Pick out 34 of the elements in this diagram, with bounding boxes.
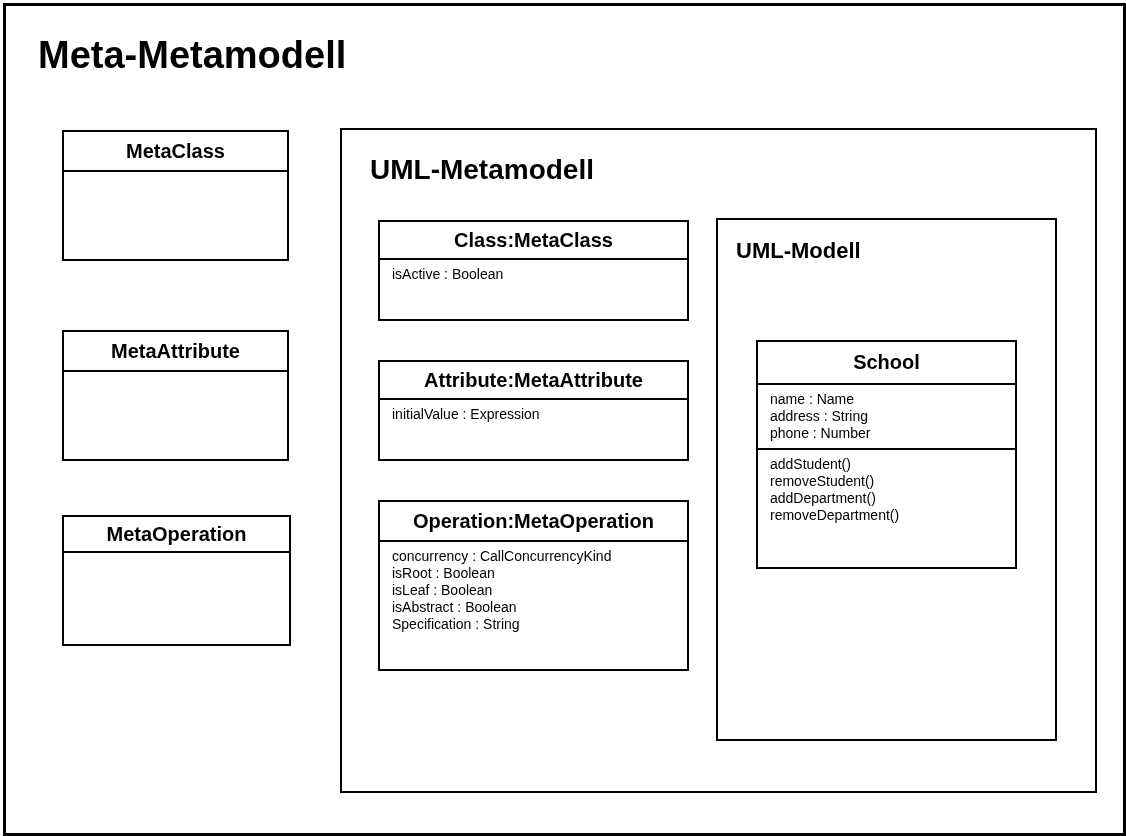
attribute-text: concurrency : CallConcurrencyKind (392, 548, 612, 565)
attribute-text: Specification : String (392, 616, 520, 633)
class-name: Attribute:MetaAttribute (424, 368, 643, 392)
class-box (62, 130, 289, 261)
attribute-text: phone : Number (770, 425, 871, 442)
class-name: MetaClass (126, 139, 225, 163)
class-box (378, 220, 689, 321)
package-title: Meta-Metamodell (38, 34, 347, 77)
package-frame (3, 3, 1126, 836)
class-name: MetaOperation (106, 522, 247, 546)
class-box (756, 340, 1017, 569)
attribute-text: isActive : Boolean (392, 266, 504, 283)
class-box (378, 500, 689, 671)
class-box (62, 515, 291, 646)
operation-text: addStudent() (770, 456, 851, 473)
class-name: Class:MetaClass (454, 228, 613, 252)
attribute-text: initialValue : Expression (392, 406, 540, 423)
operation-text: removeStudent() (770, 473, 875, 490)
class-box (378, 360, 689, 461)
package-frame (340, 128, 1097, 793)
operation-text: removeDepartment() (770, 507, 900, 524)
package-title: UML-Modell (736, 238, 861, 264)
package-frame (716, 218, 1057, 741)
class-name: School (853, 351, 920, 374)
attribute-text: address : String (770, 408, 869, 425)
class-box (62, 330, 289, 461)
package-title: UML-Metamodell (370, 154, 594, 186)
attribute-text: isAbstract : Boolean (392, 599, 517, 616)
class-name: Operation:MetaOperation (412, 509, 655, 533)
attribute-text: isLeaf : Boolean (392, 582, 493, 599)
attribute-text: isRoot : Boolean (392, 565, 495, 582)
attribute-text: name : Name (770, 391, 855, 408)
class-name: MetaAttribute (111, 339, 240, 363)
operation-text: addDepartment() (770, 490, 876, 507)
